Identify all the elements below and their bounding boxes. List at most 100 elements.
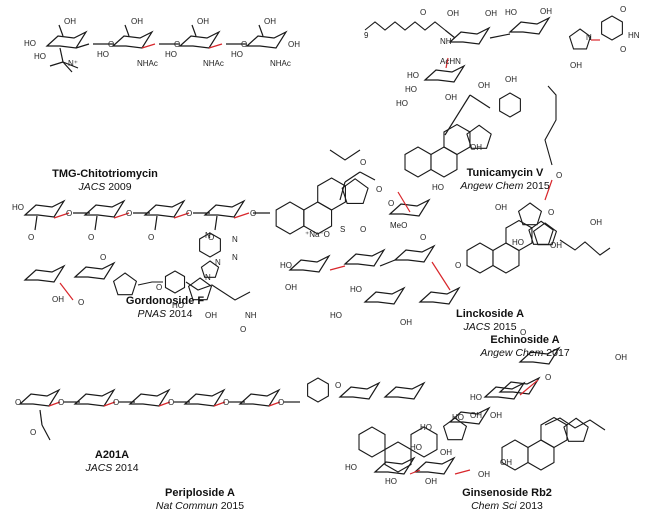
molecule-name: Tunicamycin V bbox=[466, 167, 544, 179]
atom-label: HO bbox=[405, 85, 417, 94]
caption-ginsenoside-rb2: Ginsenoside Rb2 Chem Sci 2013 bbox=[462, 487, 552, 512]
carbocycle-ring bbox=[540, 416, 568, 449]
atom-label: OH bbox=[500, 458, 512, 467]
atom-label: OH bbox=[478, 81, 490, 90]
year: 2015 bbox=[526, 180, 550, 192]
reference: Chem Sci 2013 bbox=[462, 500, 552, 512]
atom-label: N bbox=[232, 235, 238, 244]
glycosidic-bond bbox=[213, 401, 226, 407]
journal: Angew Chem bbox=[460, 180, 524, 192]
atom-label: HO bbox=[165, 50, 177, 59]
atom-label: ⁺Na⁻O bbox=[305, 230, 330, 239]
atom-label: OH bbox=[470, 143, 482, 152]
carbocycle-ring bbox=[492, 242, 520, 274]
atom-label: O bbox=[556, 171, 562, 180]
pyranose-ring bbox=[413, 456, 456, 475]
caption-tmg-chitotriomycin: TMG-Chitotriomycin JACS 2009 bbox=[52, 168, 158, 193]
atom-label: O bbox=[58, 398, 64, 407]
bond bbox=[75, 43, 90, 49]
bond bbox=[214, 215, 218, 231]
atom-label: OH bbox=[445, 93, 457, 102]
pyranose-ring bbox=[498, 376, 541, 395]
atom-label: HN bbox=[628, 31, 640, 40]
caption-gordonoside-f: Gordonoside F PNAS 2014 bbox=[126, 295, 204, 320]
atom-label: OH bbox=[570, 61, 582, 70]
five-membered-ring bbox=[341, 178, 369, 204]
pyranose-ring bbox=[373, 456, 416, 475]
pyranose-ring bbox=[245, 30, 288, 49]
bond bbox=[49, 61, 64, 67]
atom-label: OH bbox=[590, 218, 602, 227]
bond bbox=[191, 24, 197, 37]
atom-label: O bbox=[420, 8, 426, 17]
carbocycle-ring bbox=[466, 242, 494, 274]
journal: Chem Sci bbox=[471, 500, 517, 512]
atom-label: OH bbox=[485, 9, 497, 18]
atom-label: NH bbox=[245, 311, 257, 320]
atom-label: O bbox=[376, 185, 382, 194]
atom-label: O bbox=[360, 158, 366, 167]
bond bbox=[124, 24, 130, 37]
pyranose-ring bbox=[238, 388, 281, 407]
journal: PNAS bbox=[137, 308, 167, 320]
atom-label: O bbox=[168, 398, 174, 407]
glycosidic-bond bbox=[59, 282, 74, 301]
atom-label: N bbox=[586, 33, 592, 42]
chain bbox=[559, 239, 611, 256]
caption-echinoside-a: Echinoside A Angew Chem 2017 bbox=[480, 334, 569, 359]
molecule-name: A201A bbox=[94, 449, 130, 461]
atom-label: O bbox=[250, 209, 256, 218]
journal: JACS bbox=[78, 181, 106, 193]
bond bbox=[62, 61, 73, 73]
five-membered-ring bbox=[517, 202, 543, 226]
reference: Angew Chem 2015 bbox=[460, 180, 549, 192]
bond bbox=[344, 171, 361, 183]
atom-label: HO bbox=[345, 463, 357, 472]
chain bbox=[544, 417, 606, 431]
atom-label: O bbox=[208, 233, 214, 242]
year: 2015 bbox=[493, 321, 517, 333]
bond bbox=[444, 94, 471, 136]
glycosidic-bond bbox=[268, 401, 281, 407]
atom-label: HO bbox=[410, 443, 422, 452]
carbocycle-ring bbox=[307, 377, 329, 403]
atom-label: O bbox=[186, 209, 192, 218]
atom-label: O bbox=[455, 261, 461, 270]
bond bbox=[94, 215, 98, 231]
journal: JACS bbox=[463, 321, 491, 333]
glycosidic-bond bbox=[329, 265, 346, 271]
glycosidic-bond bbox=[397, 191, 411, 213]
year: 2014 bbox=[169, 308, 193, 320]
pyranose-ring bbox=[23, 199, 66, 218]
atom-label: OH bbox=[447, 9, 459, 18]
atom-label: OH bbox=[505, 75, 517, 84]
atom-label: HO bbox=[330, 311, 342, 320]
atom-label: HO bbox=[231, 50, 243, 59]
pyranose-ring bbox=[448, 406, 491, 425]
five-membered-ring bbox=[466, 124, 492, 149]
atom-label: O bbox=[240, 325, 246, 334]
atom-label: O bbox=[156, 283, 162, 292]
five-membered-ring bbox=[442, 417, 468, 441]
carbocycle-ring bbox=[164, 270, 186, 294]
bond bbox=[58, 24, 64, 37]
atom-label: NHAc bbox=[270, 59, 291, 68]
journal: Nat Commun bbox=[155, 500, 218, 512]
pyranose-ring bbox=[388, 198, 431, 217]
chain bbox=[185, 281, 251, 301]
pyranose-ring bbox=[128, 388, 171, 407]
atom-label: OH bbox=[440, 448, 452, 457]
pyranose-ring bbox=[178, 30, 221, 49]
caption-a201a: A201A JACS 2014 bbox=[85, 449, 138, 474]
atom-label: HO bbox=[12, 203, 24, 212]
bond bbox=[62, 61, 79, 69]
reference: Angew Chem 2017 bbox=[480, 347, 569, 359]
atom-label: HO bbox=[432, 183, 444, 192]
pyranose-ring bbox=[143, 199, 186, 218]
bond bbox=[39, 409, 43, 426]
molecule-name: Echinoside A bbox=[490, 334, 560, 346]
pyranose-ring bbox=[338, 381, 381, 400]
molecule-name: Periploside A bbox=[165, 487, 235, 499]
